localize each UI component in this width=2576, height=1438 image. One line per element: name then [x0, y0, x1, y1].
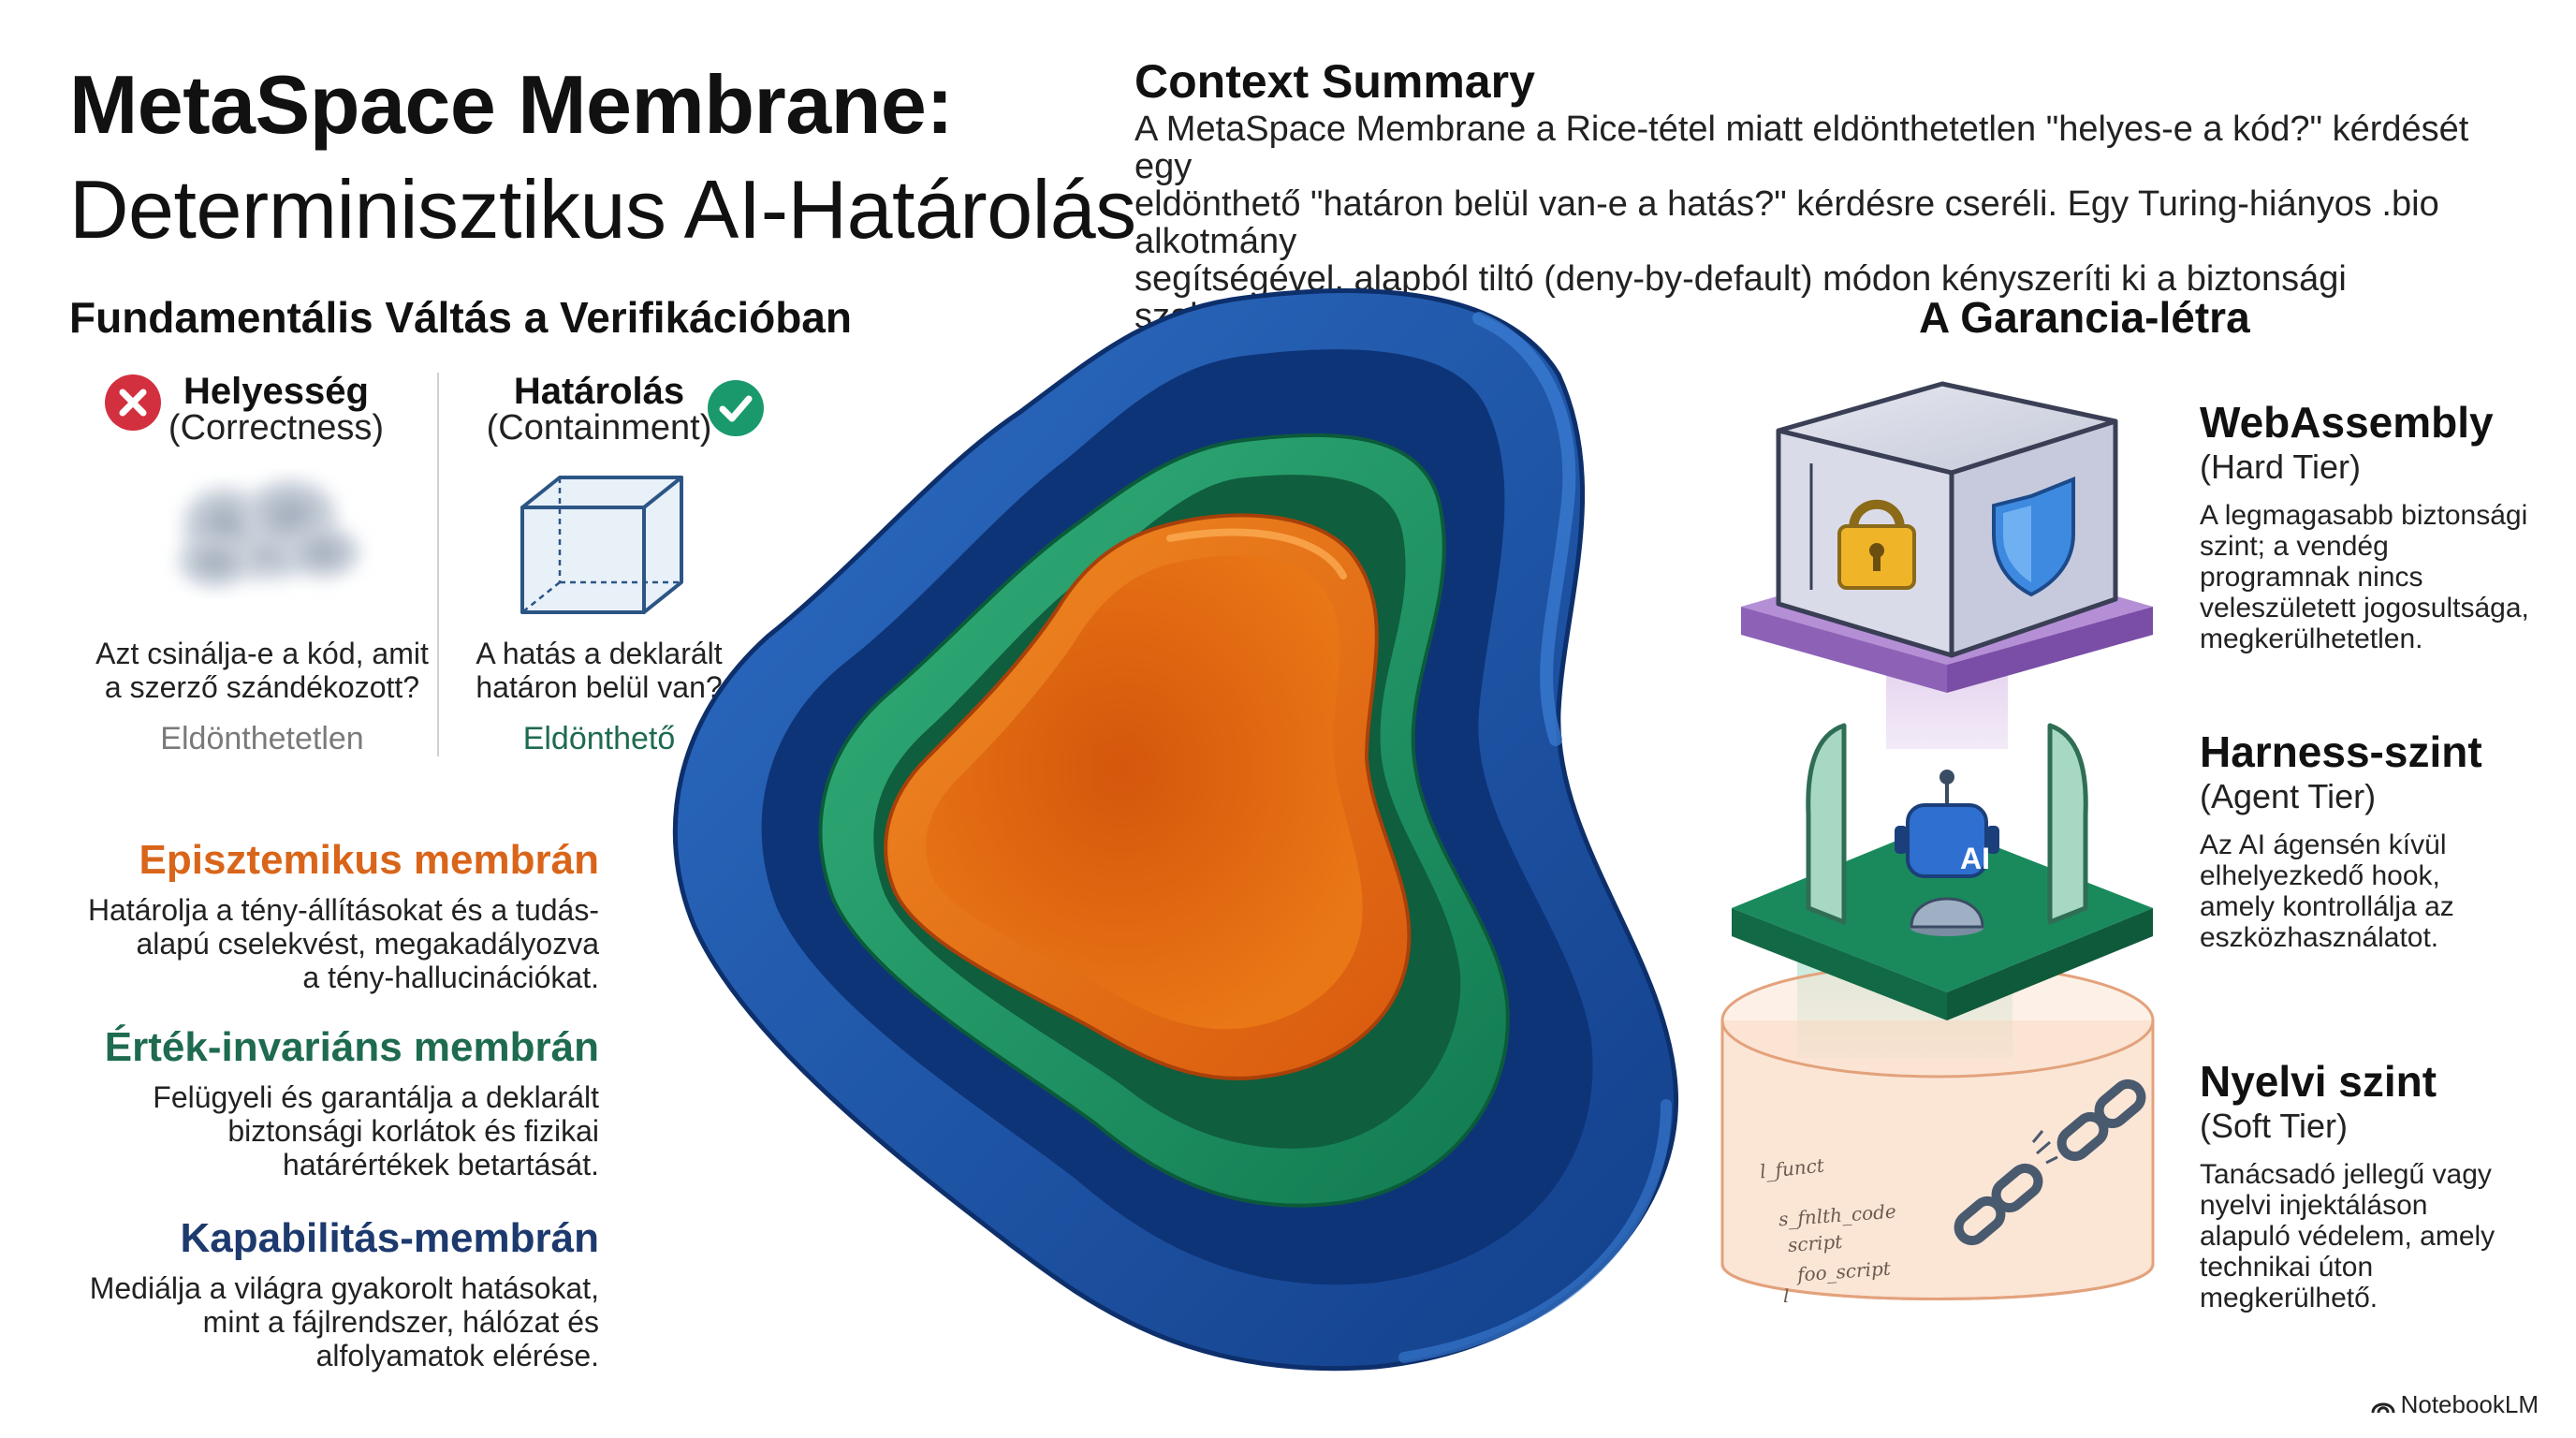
brand-name: NotebookLM [2400, 1390, 2539, 1418]
broken-chain-icon [1954, 1078, 2146, 1246]
membrane-epistemic-desc: Határolja a tény-állításokat és a tudás-… [56, 893, 599, 994]
tier-hard-desc: A legmagasabb biztonsági szint; a vendég… [2200, 500, 2565, 654]
containment-question: A hatás a deklarált határon belül van? [431, 637, 768, 704]
membrane-value-line-2: biztonsági korlátok és fizikai [227, 1114, 599, 1148]
containment-question-2: határon belül van? [476, 670, 723, 704]
tier-hard: WebAssembly (Hard Tier) A legmagasabb bi… [2200, 397, 2565, 654]
tier-agent-line-3: amely kontrollálja az [2200, 891, 2454, 922]
code-scribble-3: script [1787, 1229, 1844, 1257]
correctness-question-2: a szerző szándékozott? [104, 670, 420, 704]
tier-agent-line-4: eszközhasználatot. [2200, 922, 2439, 953]
membrane-capability-desc: Mediálja a világra gyakorolt hatásokat, … [56, 1271, 599, 1372]
containment-verdict: Eldönthető [522, 721, 676, 756]
tier-agent-line-1: Az AI ágensén kívül [2200, 829, 2447, 860]
tier-soft: Nyelvi szint (Soft Tier) Tanácsadó jelle… [2200, 1056, 2565, 1313]
correctness-verdict: Eldönthetetlen [160, 721, 364, 756]
correctness-question-1: Azt csinálja-e a kód, amit [95, 637, 429, 670]
tier-hard-title: WebAssembly [2200, 398, 2494, 447]
page-title: MetaSpace Membrane: Determinisztikus AI-… [69, 52, 1136, 262]
membrane-value-line-3: határértékek betartását. [283, 1148, 599, 1181]
title-line-1: MetaSpace Membrane: [69, 58, 954, 151]
context-line-2: eldönthető "határon belül van-e a hatás?… [1134, 184, 2439, 261]
soft-tier-cylinder [1720, 962, 2155, 1300]
tier-agent-desc: Az AI ágensén kívül elhelyezkedő hook, a… [2200, 829, 2565, 953]
correctness-question: Azt csinálja-e a kód, amit a szerző szán… [94, 637, 431, 704]
guarantee-ladder-illustration [1704, 365, 2190, 1343]
tier-agent-line-2: elhelyezkedő hook, [2200, 860, 2440, 891]
context-heading: Context Summary [1134, 55, 1535, 108]
correctness-title: Helyesség [183, 371, 369, 412]
containment-subtitle: (Containment) [486, 408, 712, 448]
fog-cloud-icon [150, 449, 384, 623]
context-line-1: A MetaSpace Membrane a Rice-tétel miatt … [1134, 110, 2469, 186]
membrane-capability: Kapabilitás-membrán Mediálja a világra g… [56, 1215, 599, 1372]
tier-soft-desc: Tanácsadó jellegű vagy nyelvi injektálás… [2200, 1159, 2565, 1313]
containment-title: Határolás [513, 371, 685, 412]
membrane-capability-line-2: mint a fájlrendszer, hálózat és [202, 1305, 599, 1339]
tier-soft-title: Nyelvi szint [2200, 1057, 2437, 1106]
tier-soft-line-1: Tanácsadó jellegű vagy [2200, 1159, 2492, 1190]
tier-hard-line-2: szint; a vendég [2200, 531, 2389, 562]
membrane-diagram [646, 281, 1732, 1390]
tier-agent-title: Harness-szint [2200, 727, 2482, 776]
robot-label: AI [1960, 842, 1990, 875]
membrane-capability-title: Kapabilitás-membrán [180, 1215, 599, 1261]
ladder-heading: A Garancia-létra [1919, 293, 2250, 342]
tier-soft-subtitle: (Soft Tier) [2200, 1107, 2349, 1145]
shift-heading: Fundamentális Váltás a Verifikációban [69, 293, 852, 342]
membrane-epistemic-title: Episztemikus membrán [139, 837, 600, 883]
correctness-subtitle: (Correctness) [168, 408, 385, 448]
membrane-value-desc: Felügyeli és garantálja a deklarált bizt… [56, 1080, 599, 1181]
tier-soft-line-4: technikai úton [2200, 1252, 2374, 1283]
tier-agent: Harness-szint (Agent Tier) Az AI ágensén… [2200, 726, 2565, 953]
tier-agent-subtitle: (Agent Tier) [2200, 777, 2377, 815]
tier-soft-line-2: nyelvi injektáláson [2200, 1190, 2428, 1221]
cube-icon [513, 470, 691, 624]
code-scribble-5: l [1783, 1284, 1790, 1307]
safe-box-icon [1776, 381, 2118, 658]
robot-icon [1895, 770, 1999, 936]
membrane-value: Érték-invariáns membrán Felügyeli és gar… [56, 1024, 599, 1181]
membrane-value-line-1: Felügyeli és garantálja a deklarált [153, 1080, 599, 1114]
membrane-value-title: Érték-invariáns membrán [104, 1024, 599, 1070]
brand-watermark: NotebookLM [2371, 1390, 2539, 1419]
title-line-2: Determinisztikus AI-Határolás [69, 163, 1136, 256]
tier-hard-line-3: programnak nincs [2200, 562, 2423, 593]
membrane-epistemic-line-1: Határolja a tény-állításokat és a tudás- [87, 893, 599, 927]
tier-hard-line-4: veleszületett jogosultsága, [2200, 593, 2529, 624]
notebooklm-logo-icon [2371, 1402, 2395, 1413]
membrane-epistemic-line-3: a tény-hallucinációkat. [302, 961, 599, 994]
tier-soft-line-3: alapuló védelem, amely [2200, 1221, 2496, 1252]
membrane-capability-line-1: Mediálja a világra gyakorolt hatásokat, [89, 1271, 599, 1305]
tier-soft-line-5: megkerülhető. [2200, 1283, 2378, 1313]
tier-hard-line-1: A legmagasabb biztonsági [2200, 500, 2528, 531]
membrane-capability-line-3: alfolyamatok elérése. [315, 1339, 599, 1372]
column-divider [437, 373, 439, 756]
containment-question-1: A hatás a deklarált [476, 637, 723, 670]
membrane-epistemic: Episztemikus membrán Határolja a tény-ál… [56, 837, 599, 994]
x-circle-icon [103, 373, 163, 437]
tier-hard-subtitle: (Hard Tier) [2200, 448, 2362, 486]
tier-hard-line-5: megkerülhetetlen. [2200, 624, 2423, 654]
check-circle-icon [706, 378, 766, 443]
membrane-epistemic-line-2: alapú cselekvést, megakadályozva [136, 927, 600, 961]
